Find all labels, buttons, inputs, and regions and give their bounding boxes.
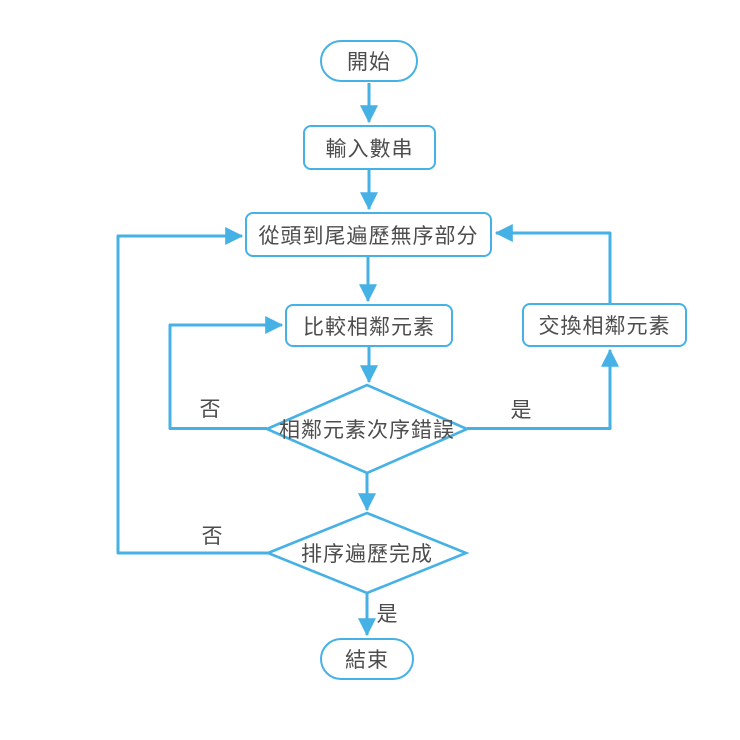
node-input-label: 輸入數串 bbox=[325, 137, 414, 161]
edge-label-pass-no: 否 bbox=[201, 525, 223, 548]
node-traverse-label: 從頭到尾遍歷無序部分 bbox=[258, 224, 479, 248]
node-swap-label: 交換相鄰元素 bbox=[538, 315, 671, 338]
edge-swap-to-traverse bbox=[494, 224, 612, 303]
decision-pass-diamond bbox=[264, 511, 470, 595]
node-start-label: 開始 bbox=[347, 51, 391, 74]
node-end: 結束 bbox=[320, 638, 414, 680]
node-compare: 比較相鄰元素 bbox=[285, 304, 453, 347]
edge-decision-order-yes-to-swap bbox=[467, 348, 619, 430]
node-compare-label: 比較相鄰元素 bbox=[303, 315, 435, 339]
node-end-label: 結束 bbox=[345, 649, 389, 672]
node-start: 開始 bbox=[320, 40, 418, 82]
node-swap: 交換相鄰元素 bbox=[522, 303, 687, 347]
edge-decision-pass-no-to-traverse bbox=[116, 227, 268, 555]
node-input: 輸入數串 bbox=[303, 125, 436, 170]
edge-label-order-yes: 是 bbox=[510, 399, 532, 422]
decision-order-diamond bbox=[263, 383, 471, 475]
edge-label-pass-yes: 是 bbox=[376, 603, 398, 626]
node-traverse: 從頭到尾遍歷無序部分 bbox=[245, 212, 492, 257]
edge-decision-order-no-to-compare bbox=[168, 316, 284, 430]
edge-label-order-no: 否 bbox=[199, 398, 221, 421]
